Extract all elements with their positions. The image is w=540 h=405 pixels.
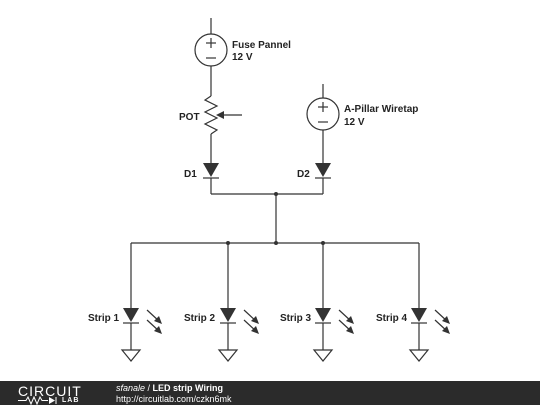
logo-text-bottom: LAB	[62, 397, 80, 404]
circuit-title[interactable]: LED strip Wiring	[152, 383, 223, 393]
author-link[interactable]: sfanale	[116, 383, 146, 393]
strip-2-label: Strip 2	[184, 313, 216, 324]
circuitlab-logo[interactable]: CIRCUIT LAB	[18, 383, 98, 405]
potentiometer	[203, 95, 242, 163]
a-pillar-label: A-Pillar Wiretap	[344, 104, 418, 115]
d2-label: D2	[297, 169, 310, 180]
fuse-panel-source	[194, 18, 228, 96]
credits: sfanale / LED strip Wiring http://circui…	[116, 383, 232, 405]
diode-d1	[203, 163, 219, 194]
d1-label: D1	[184, 169, 197, 180]
diode-d2	[315, 163, 331, 194]
circuit-schematic: Fuse Pannel 12 V POT D1 A-Pillar Wiretap…	[88, 18, 450, 362]
credits-line: sfanale / LED strip Wiring	[116, 383, 232, 394]
led-strip-3	[312, 243, 354, 362]
fuse-panel-label: Fuse Pannel	[232, 40, 291, 51]
resistor-icon	[18, 396, 57, 405]
credits-separator: /	[145, 383, 153, 393]
fuse-panel-voltage: 12 V	[232, 52, 253, 63]
led-strip-1	[120, 243, 162, 362]
strip-1-label: Strip 1	[88, 313, 120, 324]
led-strip-2	[217, 243, 259, 362]
pot-label: POT	[179, 112, 200, 123]
strip-3-label: Strip 3	[280, 313, 312, 324]
a-pillar-source	[306, 84, 340, 163]
power-bus	[131, 192, 419, 245]
a-pillar-voltage: 12 V	[344, 117, 365, 128]
footer-bar: CIRCUIT LAB sfanale / LED strip Wiring h…	[0, 381, 540, 405]
strip-4-label: Strip 4	[376, 313, 408, 324]
led-strip-4	[408, 243, 450, 362]
circuit-url[interactable]: http://circuitlab.com/czkn6mk	[116, 394, 232, 404]
logo-text-top: CIRCUIT	[18, 383, 82, 399]
